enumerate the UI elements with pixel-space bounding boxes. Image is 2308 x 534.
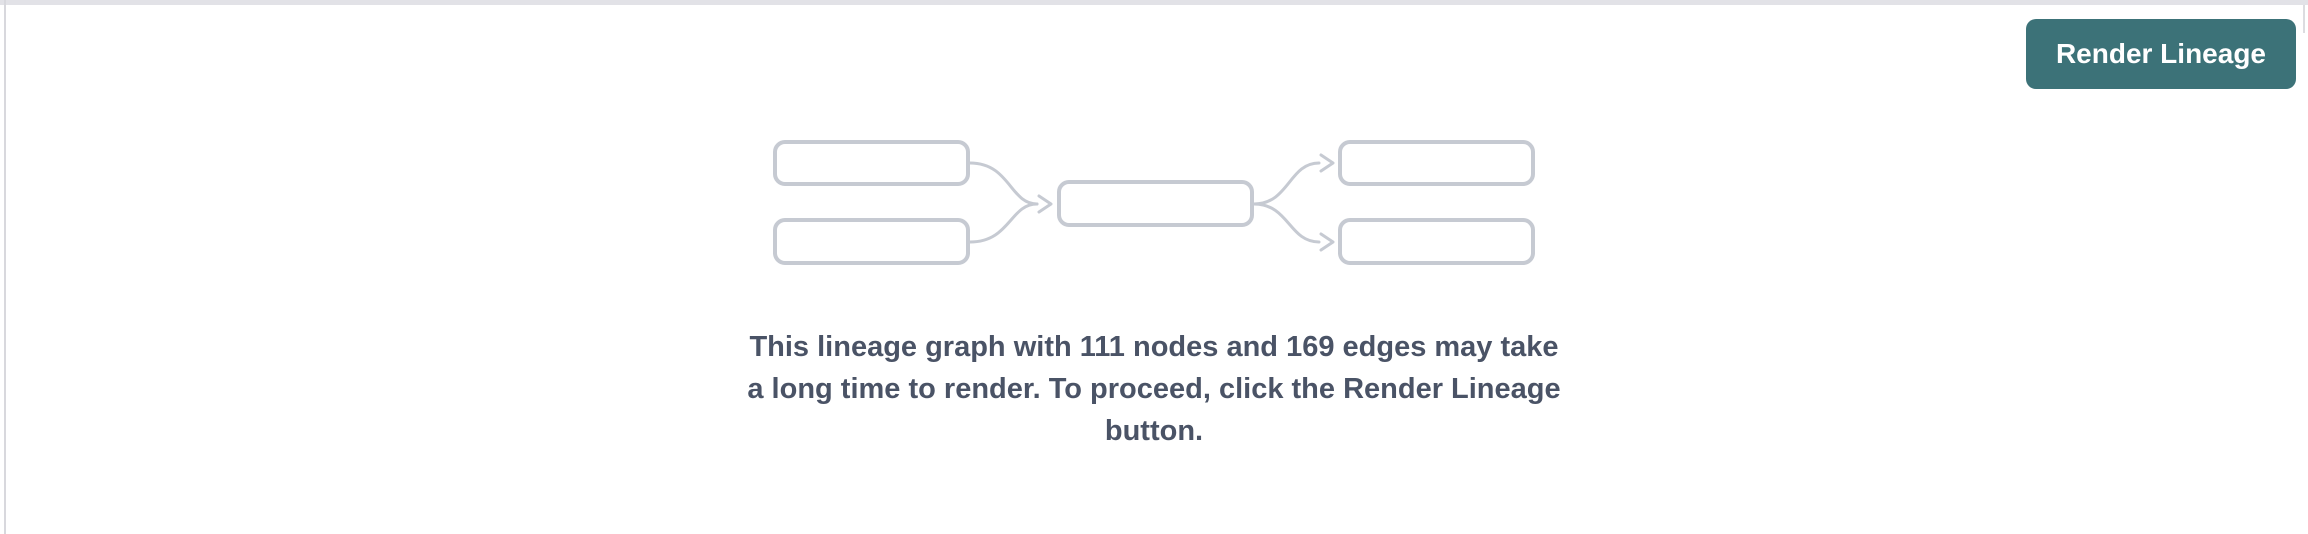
placeholder-node-center bbox=[1057, 180, 1254, 227]
lineage-placeholder-graphic bbox=[773, 140, 1535, 265]
render-warning-line: This lineage graph with 111 nodes and 16… bbox=[749, 331, 1559, 363]
arrowhead-icon bbox=[1319, 232, 1335, 252]
placeholder-node-upstream-bottom bbox=[773, 218, 970, 265]
placeholder-edge bbox=[968, 202, 1039, 244]
placeholder-node-downstream-bottom bbox=[1338, 218, 1535, 265]
render-warning-line: a long time to render. To proceed, click… bbox=[747, 373, 1561, 405]
placeholder-node-downstream-top bbox=[1338, 140, 1535, 186]
placeholder-edge bbox=[1252, 161, 1321, 206]
render-lineage-button-label: Render Lineage bbox=[2055, 38, 2266, 69]
render-warning-line: button. bbox=[1104, 415, 1204, 447]
arrowhead-icon bbox=[1319, 153, 1335, 173]
right-scrollbar-remnant bbox=[2303, 5, 2305, 33]
arrowhead-icon bbox=[1037, 194, 1053, 214]
render-warning-text: This lineage graph with 111 nodes and 16… bbox=[747, 326, 1560, 452]
lineage-placeholder-content: This lineage graph with 111 nodes and 16… bbox=[654, 140, 1654, 452]
placeholder-node-upstream-top bbox=[773, 140, 970, 186]
render-lineage-button[interactable]: Render Lineage bbox=[2025, 19, 2296, 89]
top-divider bbox=[0, 0, 2308, 5]
placeholder-edge bbox=[1252, 202, 1321, 244]
placeholder-edge bbox=[968, 161, 1039, 206]
left-divider bbox=[4, 0, 6, 534]
